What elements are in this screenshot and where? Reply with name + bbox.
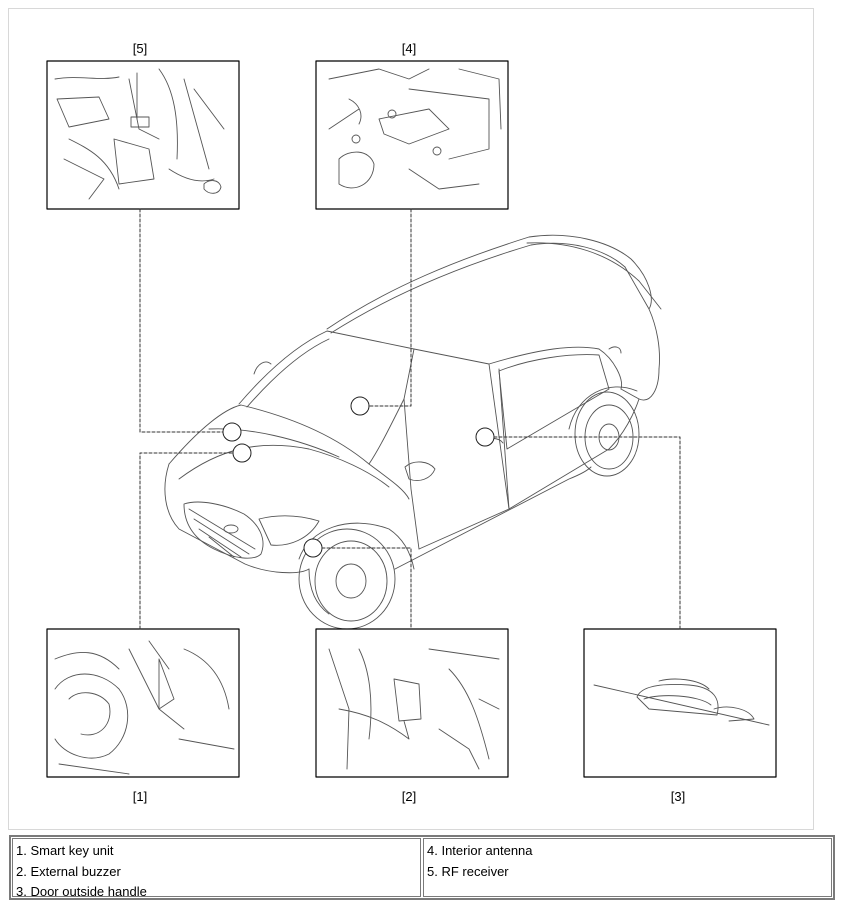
legend-item: 1. Smart key unit <box>16 843 114 858</box>
legend-item: 3. Door outside handle <box>16 884 147 899</box>
legend-table: 1. Smart key unit 2. External buzzer 3. … <box>9 835 835 900</box>
callout-labels: [5] [4] [1] [2] [3] <box>133 41 685 804</box>
callout-label-1: [1] <box>133 789 147 804</box>
inset-interior-antenna <box>315 60 509 210</box>
legend-item: 4. Interior antenna <box>427 843 533 858</box>
marker-interior-antenna <box>350 396 370 416</box>
car-illustration <box>164 234 662 630</box>
inset-external-buzzer <box>315 628 509 778</box>
location-markers <box>222 396 495 558</box>
marker-door-handle <box>475 427 495 447</box>
legend-item: 5. RF receiver <box>427 863 509 879</box>
legend-column-left: 1. Smart key unit 2. External buzzer 3. … <box>12 838 421 899</box>
marker-smart-key-unit <box>232 443 252 463</box>
diagram-figure: [5] [4] [1] [2] [3] <box>8 8 814 830</box>
callout-label-2: [2] <box>402 789 416 804</box>
callout-label-3: [3] <box>671 789 685 804</box>
callout-label-4: [4] <box>402 41 416 56</box>
component-location-diagram: [5] [4] [1] [2] [3] <box>46 41 777 804</box>
marker-external-buzzer <box>303 538 323 558</box>
leader-lines <box>139 208 681 630</box>
inset-rf-receiver <box>46 60 240 210</box>
legend-item: 2. External buzzer <box>16 863 121 879</box>
callout-label-5: [5] <box>133 41 147 56</box>
legend-column-right: 4. Interior antenna 5. RF receiver <box>423 838 832 897</box>
marker-rf-receiver <box>222 422 242 442</box>
inset-smart-key-unit <box>46 628 240 778</box>
inset-door-outside-handle <box>583 628 777 778</box>
